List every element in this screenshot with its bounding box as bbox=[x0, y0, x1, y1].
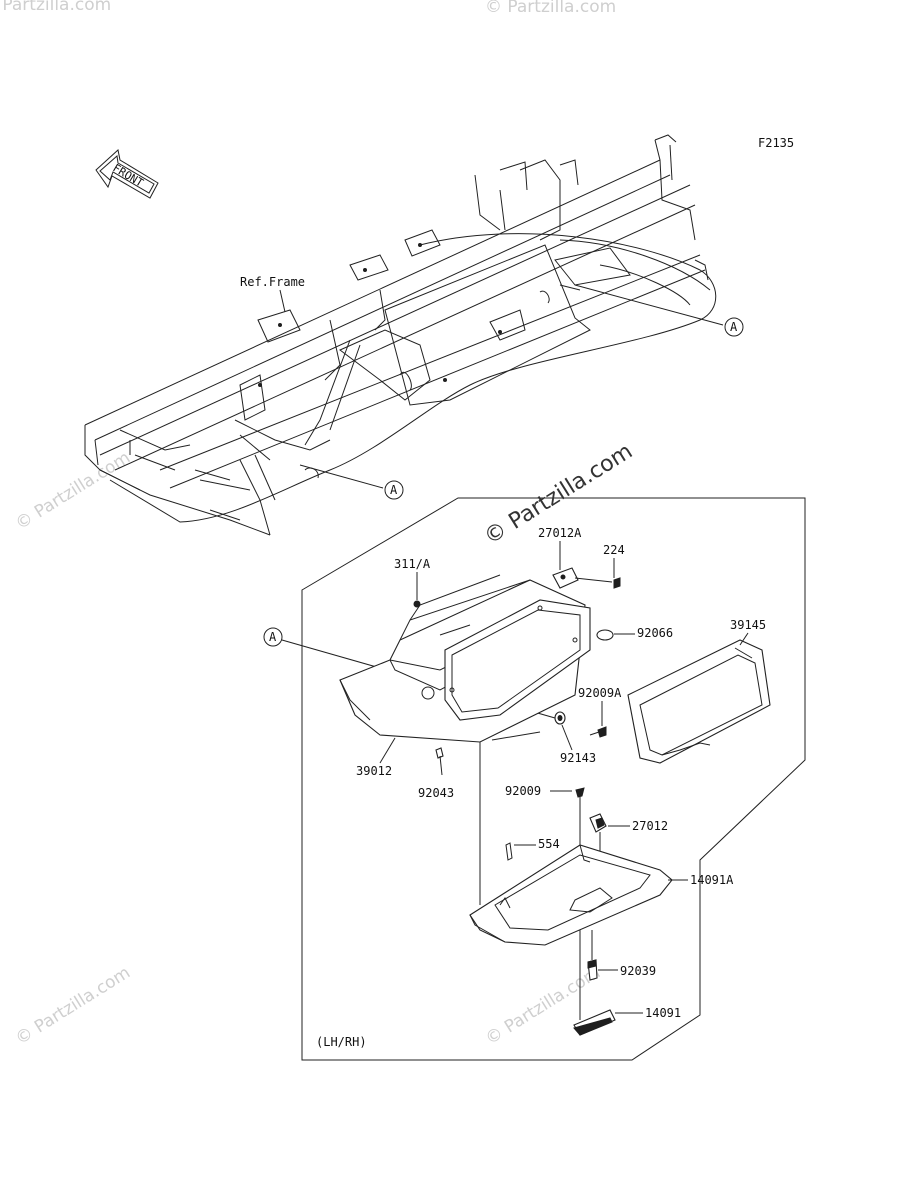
watermark-faint: © Partzilla.com bbox=[0, 0, 111, 15]
callout-a bbox=[384, 480, 404, 500]
handle-14091 bbox=[573, 1009, 616, 1036]
part-92066: 92066 bbox=[637, 626, 673, 640]
part-92043: 92043 bbox=[418, 786, 454, 800]
part-14091a: 14091A bbox=[690, 873, 734, 887]
callout-a bbox=[263, 627, 283, 647]
part-27012: 27012 bbox=[632, 819, 668, 833]
part-92143: 92143 bbox=[560, 751, 596, 765]
lid-39145 bbox=[627, 639, 771, 764]
pin-554 bbox=[505, 842, 513, 861]
nut-311a bbox=[413, 600, 421, 608]
part-39012: 39012 bbox=[356, 764, 392, 778]
watermark-faint: © Partzilla.com bbox=[485, 0, 616, 17]
variant-label: (LH/RH) bbox=[316, 1035, 367, 1049]
part-92009: 92009 bbox=[505, 784, 541, 798]
part-92009a: 92009A bbox=[578, 686, 622, 700]
callout-a-label: A bbox=[269, 630, 277, 644]
cap-92066 bbox=[596, 629, 614, 641]
collar-92143 bbox=[554, 711, 566, 725]
callout-a bbox=[724, 317, 744, 337]
latch-27012 bbox=[589, 813, 607, 833]
part-224: 224 bbox=[603, 543, 625, 557]
exploded-view-box bbox=[301, 497, 806, 1061]
screw-92039 bbox=[587, 959, 598, 981]
part-39145: 39145 bbox=[730, 618, 766, 632]
watermark-faint: © Partzilla.com bbox=[12, 963, 134, 1049]
watermark-faint: © Partzilla.com bbox=[482, 963, 604, 1049]
part-554: 554 bbox=[538, 837, 560, 851]
lower-lid-14091a bbox=[469, 844, 673, 946]
callout-a-label: A bbox=[390, 483, 398, 497]
bolt-92043 bbox=[435, 747, 444, 776]
callout-a-label: A bbox=[730, 320, 738, 334]
screw-92009a bbox=[589, 726, 607, 738]
ref-frame-label: Ref.Frame bbox=[240, 275, 305, 289]
part-92039: 92039 bbox=[620, 964, 656, 978]
screw-224 bbox=[613, 577, 621, 589]
part-14091: 14091 bbox=[645, 1006, 681, 1020]
part-311a: 311/A bbox=[394, 557, 431, 571]
latch-27012a bbox=[552, 567, 579, 589]
frame-drawing bbox=[84, 134, 717, 536]
watermark-faint: © Partzilla.com bbox=[12, 448, 134, 534]
part-27012a: 27012A bbox=[538, 526, 582, 540]
bin-frame-ring bbox=[444, 599, 591, 721]
front-arrow-icon: FRONT bbox=[95, 149, 159, 199]
diagram-code: F2135 bbox=[758, 136, 794, 150]
